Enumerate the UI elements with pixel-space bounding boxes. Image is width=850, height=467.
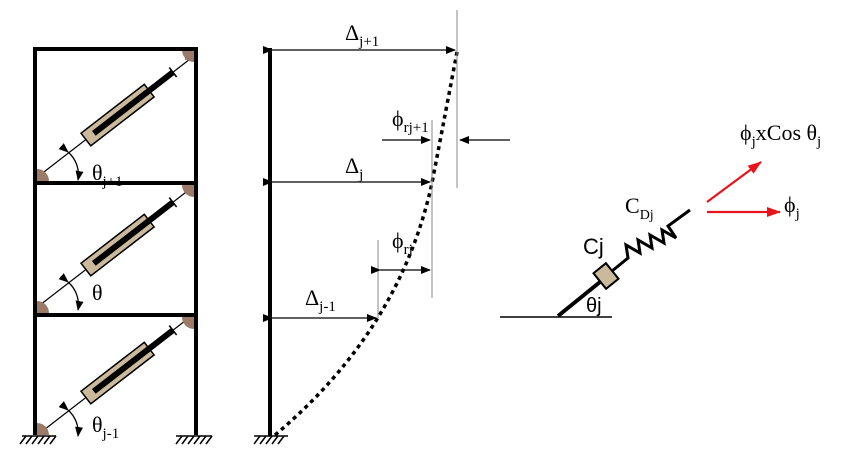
ground-hatch-middle [253, 435, 288, 445]
angle-arcs [58, 143, 84, 437]
joint-plates [37, 50, 195, 435]
theta-middle-label: θ [92, 280, 103, 305]
theta-upper-label: θj+1 [92, 160, 123, 190]
force-component-arrow [706, 161, 762, 203]
delta-upper-label: Δj+1 [345, 20, 379, 50]
drift-profile: Δj+1 Δj Δj-1 ϕrj+1 ϕrj [253, 10, 510, 445]
reference-lines [377, 10, 458, 318]
brace-middle [34, 178, 201, 313]
damper-cd-label: CDj [625, 193, 654, 223]
damper-detail: Cj CDj θj ϕj ϕjxCos θj [500, 120, 821, 318]
delta-middle-label: Δj [345, 153, 363, 183]
rotation-middle-label: ϕrj [392, 228, 413, 258]
brace-lower [34, 306, 201, 441]
frame-structure: θj+1 θ θj-1 [19, 47, 213, 445]
force-label: ϕj [784, 192, 800, 222]
brace-upper [34, 48, 201, 183]
damper-c-label: Cj [583, 234, 604, 259]
damper-theta-label: θj [586, 295, 602, 317]
force-component-label: ϕjxCos θj [740, 120, 821, 150]
ground-hatch-right [175, 435, 213, 445]
ground-hatch-left [19, 435, 57, 445]
theta-lower-label: θj-1 [92, 412, 119, 442]
spring-element [611, 208, 691, 273]
delta-lower-label: Δj-1 [305, 285, 336, 315]
deflected-shape-curve [273, 51, 459, 437]
rotation-upper-label: ϕrj+1 [392, 106, 429, 136]
